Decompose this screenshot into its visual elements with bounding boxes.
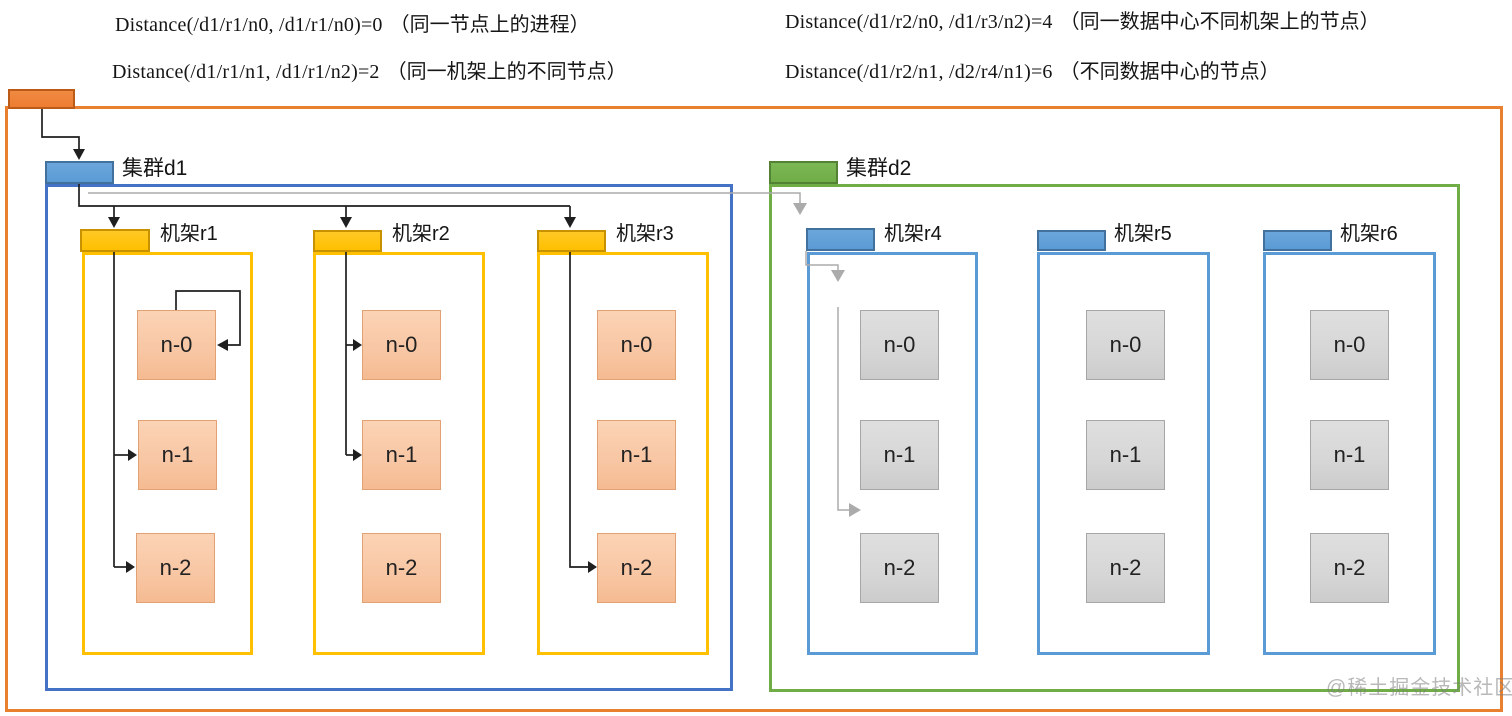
rack-r2-tab xyxy=(313,230,382,252)
cluster-d2-box xyxy=(769,184,1460,692)
distance-note-text: （不同数据中心的节点） xyxy=(1059,61,1280,83)
distance-note-4: Distance(/d1/r2/n1, /d2/r4/n1)=6 （不同数据中心的… xyxy=(785,55,1280,84)
node-d2-r5-n0: n-0 xyxy=(1086,310,1165,380)
rack-r5-label: 机架r5 xyxy=(1114,223,1172,245)
distance-formula: Distance(/d1/r2/n1, /d2/r4/n1)=6 xyxy=(785,61,1053,83)
rack-r2-box xyxy=(313,252,485,655)
distance-note-text: （同一数据中心不同机架上的节点） xyxy=(1059,11,1380,33)
node-d1-r3-n2: n-2 xyxy=(597,533,676,603)
node-d2-r6-n1: n-1 xyxy=(1310,420,1389,490)
rack-r4-box xyxy=(807,252,978,655)
rack-r4-tab xyxy=(806,228,875,251)
node-d2-r4-n0: n-0 xyxy=(860,310,939,380)
cluster-d1-tab xyxy=(45,161,114,184)
rack-r4-label: 机架r4 xyxy=(884,223,942,245)
distance-note-3: Distance(/d1/r2/n0, /d1/r3/n2)=4 （同一数据中心不… xyxy=(785,5,1380,34)
rack-r2-label: 机架r2 xyxy=(392,223,450,245)
rack-r1-box xyxy=(82,252,253,655)
node-d2-r5-n1: n-1 xyxy=(1086,420,1165,490)
node-d2-r6-n0: n-0 xyxy=(1310,310,1389,380)
rack-r1-tab xyxy=(80,229,150,252)
rack-r3-tab xyxy=(537,230,606,252)
node-d1-r2-n0: n-0 xyxy=(362,310,441,380)
node-d1-r3-n1: n-1 xyxy=(597,420,676,490)
cluster-d1-label: 集群d1 xyxy=(122,157,188,180)
node-d2-r4-n2: n-2 xyxy=(860,533,939,603)
node-d1-r2-n1: n-1 xyxy=(362,420,441,490)
node-d2-r6-n2: n-2 xyxy=(1310,533,1389,603)
rack-r5-tab xyxy=(1037,230,1106,251)
rack-r6-box xyxy=(1263,252,1436,655)
node-d1-r1-n1: n-1 xyxy=(138,420,217,490)
node-d2-r5-n2: n-2 xyxy=(1086,533,1165,603)
cluster-d2-tab xyxy=(769,161,838,184)
node-d1-r2-n2: n-2 xyxy=(362,533,441,603)
node-d1-r1-n0: n-0 xyxy=(137,310,216,380)
watermark: @稀土掘金技术社区 xyxy=(1326,677,1512,699)
distance-formula: Distance(/d1/r1/n0, /d1/r1/n0)=0 xyxy=(115,14,383,36)
node-d1-r1-n2: n-2 xyxy=(136,533,215,603)
rack-r3-label: 机架r3 xyxy=(616,223,674,245)
rack-r1-label: 机架r1 xyxy=(160,223,218,245)
outer-container-box xyxy=(5,106,1503,712)
node-d1-r3-n0: n-0 xyxy=(597,310,676,380)
rack-r6-label: 机架r6 xyxy=(1340,223,1398,245)
rack-r5-box xyxy=(1037,252,1210,655)
node-d2-r4-n1: n-1 xyxy=(860,420,939,490)
rack-r3-box xyxy=(537,252,709,655)
rack-r6-tab xyxy=(1263,230,1332,251)
cluster-d2-label: 集群d2 xyxy=(846,157,912,180)
root-tab xyxy=(8,89,75,109)
distance-formula: Distance(/d1/r1/n1, /d1/r1/n2)=2 xyxy=(112,61,380,83)
distance-note-2: Distance(/d1/r1/n1, /d1/r1/n2)=2 （同一机架上的不… xyxy=(112,55,627,84)
distance-note-text: （同一机架上的不同节点） xyxy=(386,61,627,83)
distance-formula: Distance(/d1/r2/n0, /d1/r3/n2)=4 xyxy=(785,11,1053,33)
distance-note-text: （同一节点上的进程） xyxy=(389,14,590,36)
distance-note-1: Distance(/d1/r1/n0, /d1/r1/n0)=0 （同一节点上的进… xyxy=(115,8,590,37)
